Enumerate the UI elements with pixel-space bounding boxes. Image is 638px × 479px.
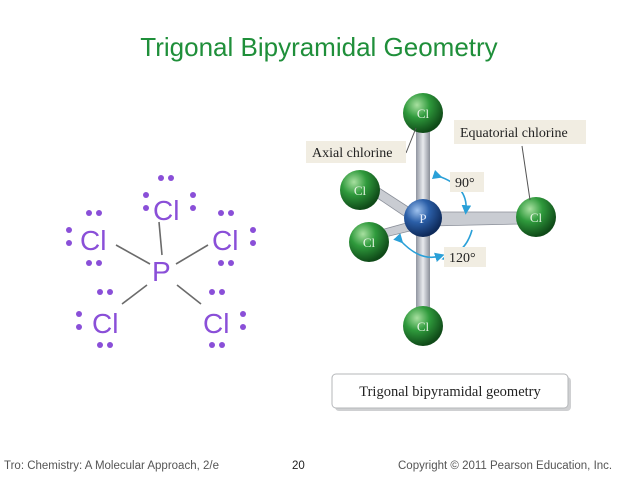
atom-label: Cl — [530, 210, 543, 225]
lewis-cl-right: Cl — [212, 225, 238, 256]
lewis-cl-bottom-right: Cl — [203, 308, 229, 339]
axial-label-box: Axial chlorine — [306, 141, 406, 163]
angle-90-label: 90° — [455, 176, 475, 191]
angle-120-arc — [393, 233, 445, 262]
p-central-atom — [404, 199, 442, 237]
axial-label: Axial chlorine — [312, 146, 392, 161]
angle-120-label: 120° — [449, 251, 476, 266]
atom-label: Cl — [417, 106, 430, 121]
lone-pair-dots — [76, 289, 113, 348]
cl-equatorial-left-up — [340, 170, 380, 210]
angle-90-label-box: 90° — [450, 172, 484, 192]
caption-text: Trigonal bipyramidal geometry — [359, 384, 541, 400]
lewis-cl-left: Cl — [80, 225, 106, 256]
cl-equatorial-left-down — [349, 222, 389, 262]
lone-pair-dots — [218, 210, 256, 266]
footer-source: Tro: Chemistry: A Molecular Approach, 2/… — [4, 460, 219, 472]
lone-pair-dots — [209, 289, 246, 348]
lewis-structure: P Cl Cl Cl Cl Cl — [66, 175, 256, 348]
equatorial-label-box: Equatorial chlorine — [454, 120, 586, 144]
lone-pair-dots — [143, 175, 196, 211]
angle-120-label-box: 120° — [444, 247, 486, 267]
axial-leader-line — [405, 127, 417, 154]
lewis-cl-bottom-left: Cl — [92, 308, 118, 339]
lewis-central-atom: P — [152, 256, 171, 287]
cl-axial-bottom — [403, 306, 443, 346]
cl-equatorial-right — [516, 197, 556, 237]
lone-pair-dots — [66, 210, 102, 266]
equatorial-leader-line — [521, 145, 531, 201]
atom-label: Cl — [354, 183, 367, 198]
bond-axial-top — [416, 130, 430, 210]
atom-label: Cl — [363, 235, 376, 250]
footer-copyright: Copyright © 2011 Pearson Education, Inc. — [398, 460, 613, 472]
equatorial-label: Equatorial chlorine — [460, 126, 568, 141]
lewis-bonds — [115, 221, 209, 305]
ball-and-stick-model: Cl Cl Cl Cl Cl P Axial chlorine Equatori… — [306, 93, 586, 411]
cl-axial-top — [403, 93, 443, 133]
caption-box: Trigonal bipyramidal geometry — [331, 373, 571, 411]
lewis-cl-top: Cl — [153, 195, 179, 226]
atom-label: Cl — [417, 319, 430, 334]
atom-label: P — [419, 211, 426, 226]
footer-page-number: 20 — [292, 460, 305, 472]
slide-title: Trigonal Bipyramidal Geometry — [140, 32, 498, 62]
bond-axial-bottom — [416, 228, 430, 308]
bond-equatorial-right — [429, 211, 521, 227]
